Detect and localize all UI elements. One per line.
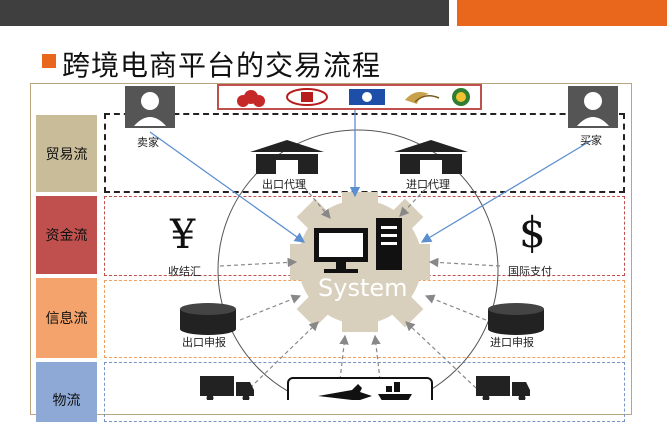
- authority-logo-icon: [286, 88, 328, 106]
- orbit-circle: [217, 129, 499, 400]
- authority-logo-icon: [237, 90, 265, 107]
- buyer-label: 买家: [580, 134, 602, 147]
- page-title: 跨境电商平台的交易流程: [62, 49, 382, 82]
- yuan-icon: ¥: [170, 212, 196, 258]
- truck-icon: [476, 376, 530, 400]
- database-icon: [180, 303, 236, 335]
- authority-logo-icon: [349, 89, 385, 105]
- authority-logo-strip: [217, 84, 482, 110]
- export-declare-label: 出口申报: [182, 336, 226, 349]
- blue-flow-arrows: [149, 110, 593, 243]
- authority-logo-icon: [452, 88, 470, 106]
- flow-diagram: [125, 86, 618, 400]
- top-bar-dark: [0, 0, 449, 26]
- grey-flow-arrows: [219, 181, 501, 389]
- import-declare-label: 进口申报: [490, 336, 534, 349]
- export-agent-label: 出口代理: [262, 178, 306, 191]
- row-label-fund: 资金流: [36, 196, 97, 274]
- warehouse-icon: [250, 140, 324, 174]
- airplane-icon: [318, 384, 372, 400]
- user-icon: [125, 86, 175, 128]
- intl-payment-label: 国际支付: [508, 265, 552, 278]
- system-label: System: [318, 274, 408, 302]
- row-label-trade: 贸易流: [36, 115, 97, 192]
- settlement-label: 收结汇: [168, 265, 201, 278]
- database-icon: [488, 303, 544, 335]
- computer-icon: [314, 218, 402, 273]
- row-label-info: 信息流: [36, 278, 97, 358]
- seller-label: 卖家: [137, 136, 159, 149]
- authority-logo-icon: [405, 92, 440, 104]
- warehouse-icon: [394, 140, 468, 174]
- truck-icon: [200, 376, 254, 400]
- top-bar-accent: [457, 0, 667, 26]
- ship-icon: [378, 382, 412, 400]
- title-bullet: [42, 54, 56, 68]
- user-icon: [568, 86, 618, 128]
- dollar-icon: $: [519, 208, 546, 257]
- import-agent-label: 进口代理: [406, 178, 450, 191]
